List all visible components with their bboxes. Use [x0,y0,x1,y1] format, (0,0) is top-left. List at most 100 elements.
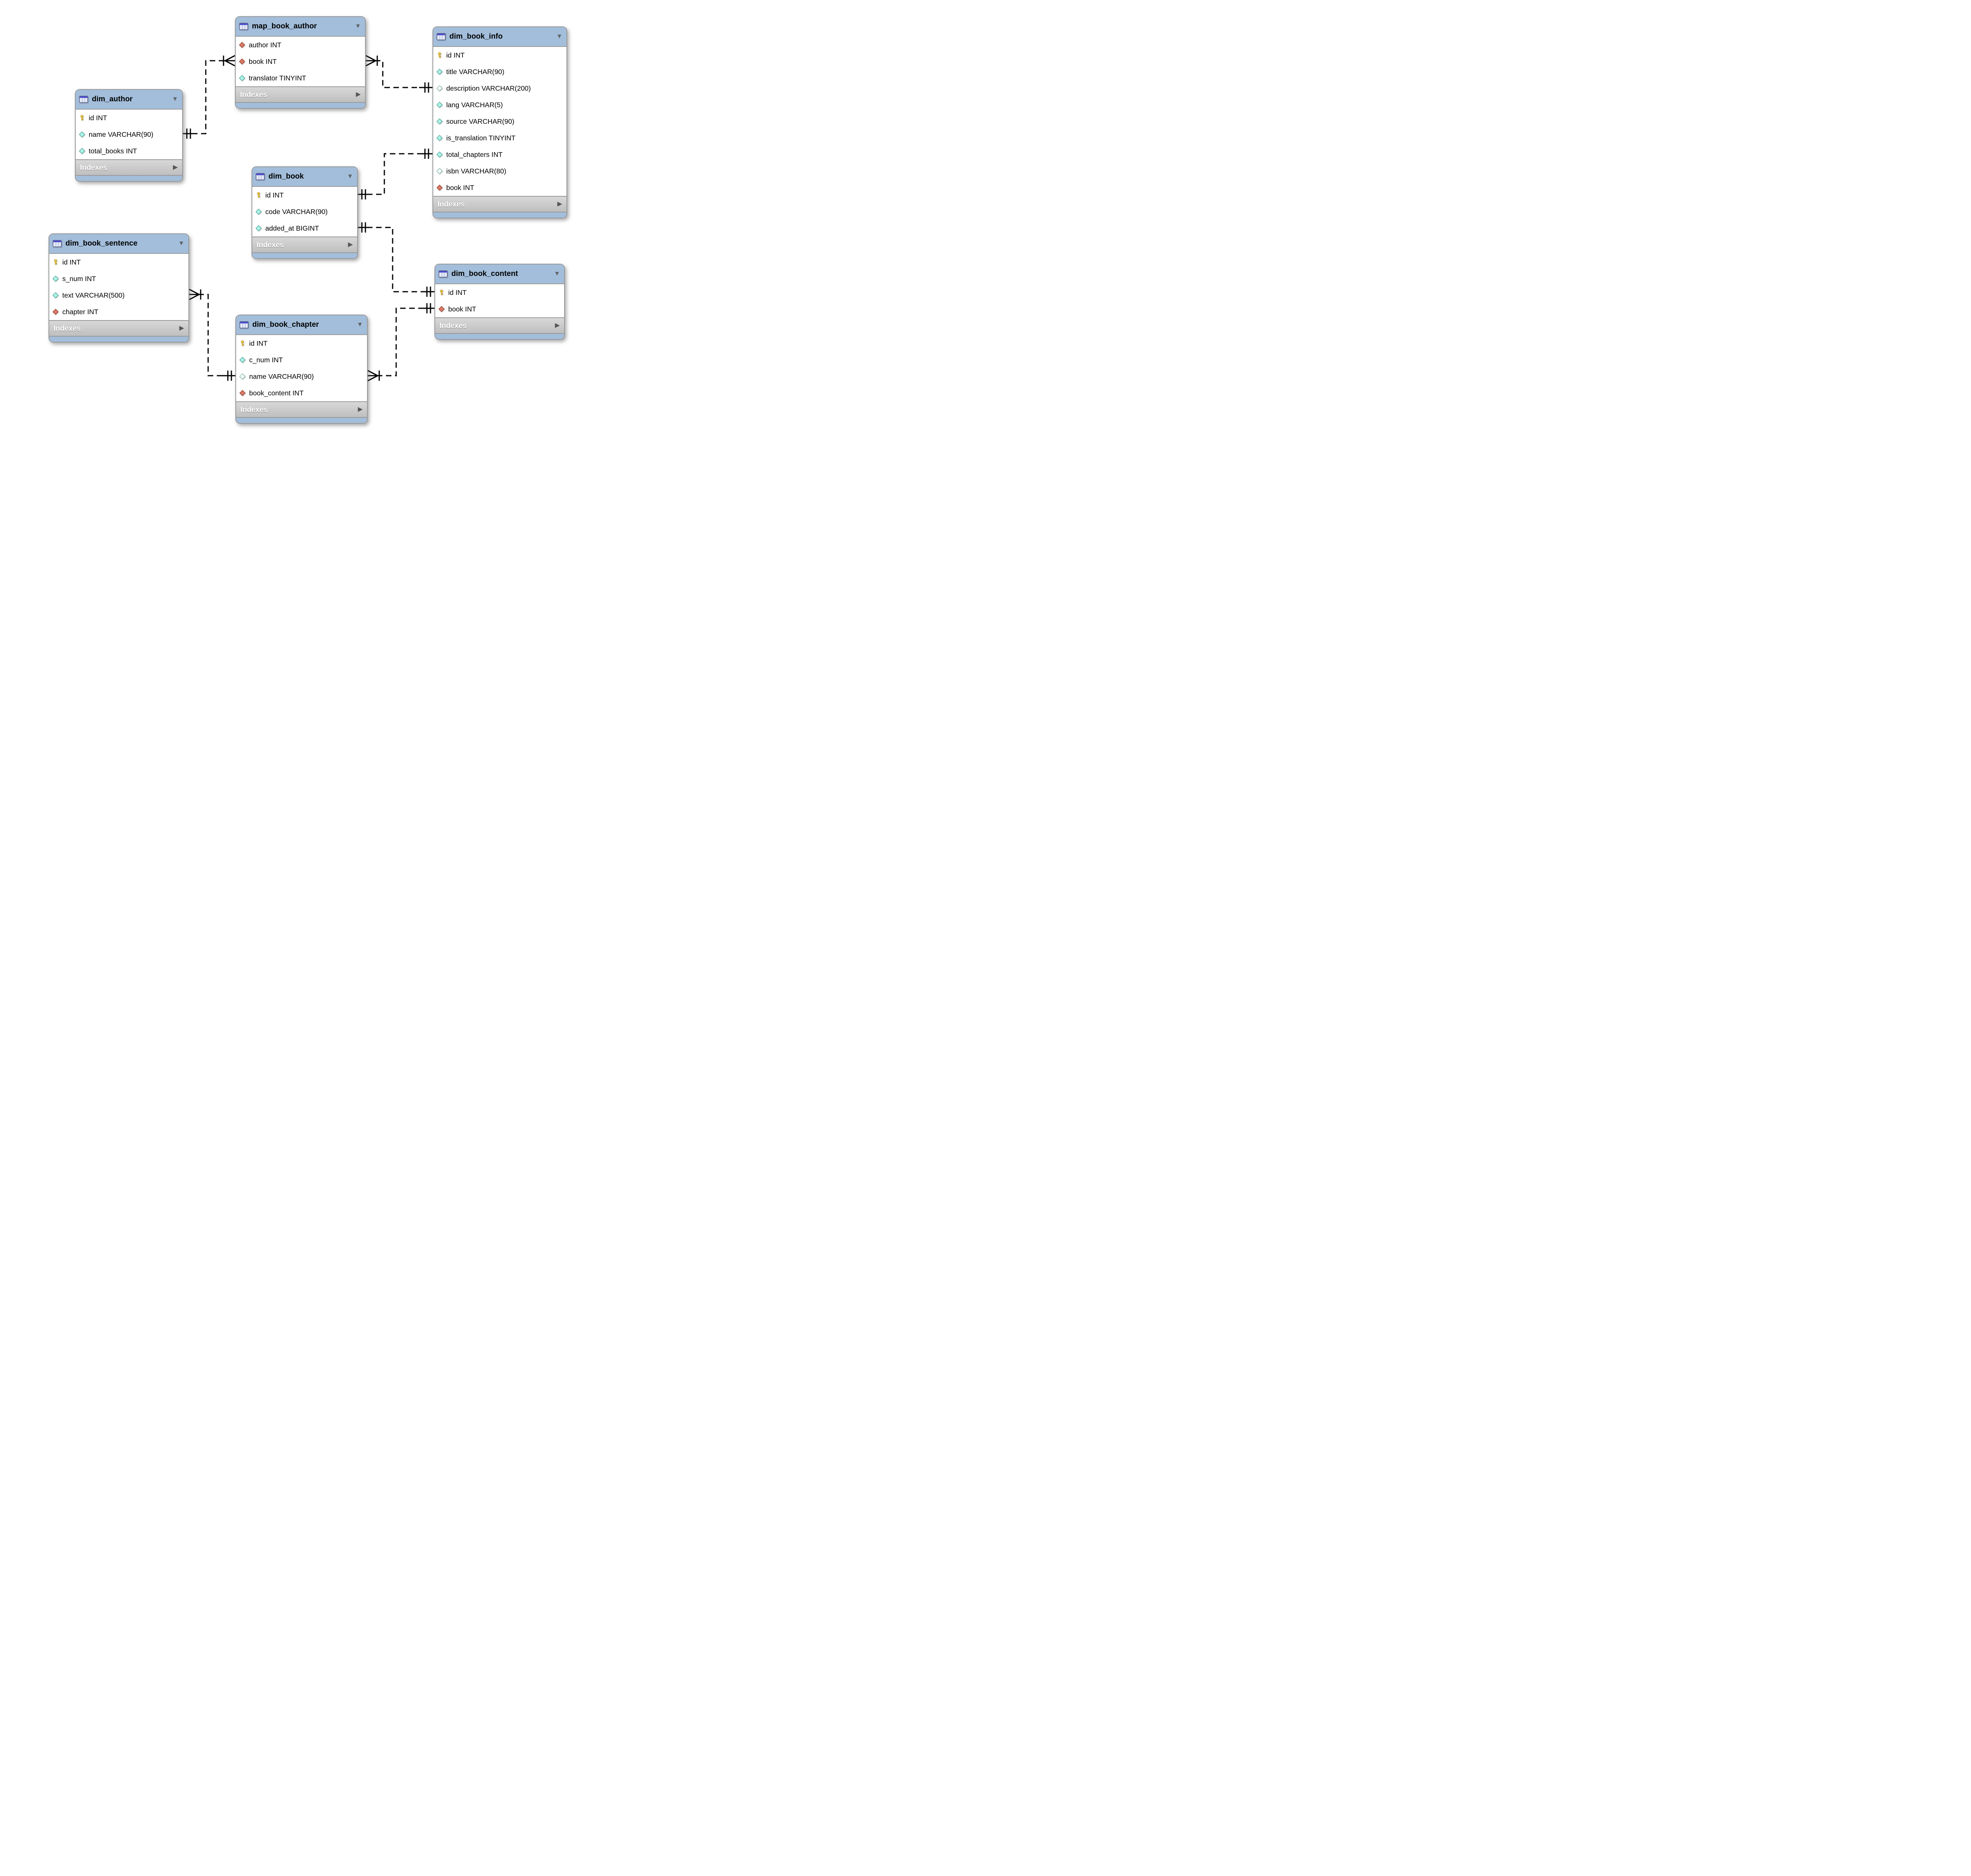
indexes-bar[interactable]: Indexes ▶ [252,237,357,252]
column-row[interactable]: chapter INT [49,304,188,320]
column-row[interactable]: c_num INT [236,352,367,368]
table-grid-icon [79,95,88,103]
column-row[interactable]: s_num INT [49,270,188,287]
foreign-key-diamond-icon [436,184,443,191]
relationship-dim_book_chapter-dim_book_content[interactable] [367,303,434,382]
relationship-dim_author-map_book_author[interactable] [183,55,235,139]
column-label: book INT [446,183,474,192]
table-bottom-strip [76,175,182,181]
primary-key-icon [436,52,443,58]
column-label: name VARCHAR(90) [89,130,154,138]
column-row[interactable]: isbn VARCHAR(80) [433,163,566,179]
primary-key-icon [438,289,445,296]
column-row[interactable]: translator TINYINT [236,70,365,86]
chevron-down-icon[interactable]: ▼ [347,173,353,180]
primary-key-icon [255,192,262,198]
column-row[interactable]: name VARCHAR(90) [236,368,367,385]
column-row[interactable]: lang VARCHAR(5) [433,97,566,113]
chevron-down-icon[interactable]: ▼ [178,240,184,247]
table-header[interactable]: dim_book_content ▼ [435,265,564,284]
column-row[interactable]: source VARCHAR(90) [433,113,566,130]
column-label: c_num INT [249,356,283,364]
chevron-down-icon[interactable]: ▼ [172,96,178,102]
column-row[interactable]: title VARCHAR(90) [433,63,566,80]
column-row[interactable]: text VARCHAR(500) [49,287,188,304]
expand-right-icon[interactable]: ▶ [356,91,361,98]
column-row[interactable]: code VARCHAR(90) [252,203,357,220]
table-header[interactable]: dim_book_info ▼ [433,27,566,47]
expand-right-icon[interactable]: ▶ [348,241,353,248]
table-header[interactable]: dim_book_chapter ▼ [236,315,367,335]
table-columns: id INT c_num INT name VARCHAR(90)book_cont… [236,335,367,401]
column-row[interactable]: id INT [76,110,182,126]
table-dim_book_info[interactable]: dim_book_info ▼ id INT title VARCHAR(90) d… [432,26,567,218]
table-header[interactable]: map_book_author ▼ [236,17,365,37]
column-row[interactable]: book_content INT [236,385,367,401]
expand-right-icon[interactable]: ▶ [179,325,184,332]
indexes-bar[interactable]: Indexes ▶ [236,86,365,102]
foreign-key-diamond-icon [239,42,245,48]
column-diamond-icon [436,118,443,125]
column-label: title VARCHAR(90) [446,67,505,76]
table-header[interactable]: dim_book_sentence ▼ [49,234,188,254]
indexes-label: Indexes [240,90,267,99]
expand-right-icon[interactable]: ▶ [358,406,363,413]
column-row[interactable]: id INT [252,187,357,203]
expand-right-icon[interactable]: ▶ [555,322,560,329]
indexes-bar[interactable]: Indexes ▶ [435,317,564,333]
table-title: map_book_author [252,22,317,30]
chevron-down-icon[interactable]: ▼ [554,270,560,277]
relationship-dim_book_sentence-dim_book_chapter[interactable] [189,289,235,381]
expand-right-icon[interactable]: ▶ [557,201,562,207]
chevron-down-icon[interactable]: ▼ [556,33,563,40]
column-label: total_chapters INT [446,150,503,158]
column-row[interactable]: book INT [433,179,566,196]
column-row[interactable]: description VARCHAR(200) [433,80,566,97]
column-diamond-icon [52,276,59,282]
indexes-bar[interactable]: Indexes ▶ [76,159,182,175]
indexes-label: Indexes [438,200,465,208]
column-row[interactable]: id INT [435,284,564,301]
relationship-dim_book-dim_book_content[interactable] [358,222,434,297]
chevron-down-icon[interactable]: ▼ [355,23,361,30]
relationship-map_book_author-dim_book_info[interactable] [365,55,432,93]
column-row[interactable]: id INT [236,335,367,352]
column-row[interactable]: total_chapters INT [433,146,566,163]
table-header[interactable]: dim_book ▼ [252,167,357,187]
column-diamond-icon [79,148,85,154]
table-title: dim_book_content [451,270,518,278]
table-header[interactable]: dim_author ▼ [76,90,182,110]
column-diamond-icon [239,75,245,81]
table-dim_author[interactable]: dim_author ▼ id INT name VARCHAR(90) total… [75,89,183,182]
expand-right-icon[interactable]: ▶ [173,164,178,171]
column-row[interactable]: author INT [236,37,365,53]
column-row[interactable]: is_translation TINYINT [433,130,566,146]
column-row[interactable]: added_at BIGINT [252,220,357,237]
table-dim_book_chapter[interactable]: dim_book_chapter ▼ id INT c_num INT name V… [235,315,368,424]
nullable-column-diamond-icon [436,85,443,91]
column-row[interactable]: id INT [49,254,188,270]
column-row[interactable]: book INT [435,301,564,317]
column-row[interactable]: total_books INT [76,143,182,159]
relationship-dim_book-dim_book_info[interactable] [358,149,432,199]
chevron-down-icon[interactable]: ▼ [357,321,363,328]
column-diamond-icon [436,102,443,108]
indexes-bar[interactable]: Indexes ▶ [433,196,566,212]
column-label: lang VARCHAR(5) [446,101,503,109]
foreign-key-diamond-icon [52,309,59,315]
column-label: description VARCHAR(200) [446,84,531,92]
indexes-bar[interactable]: Indexes ▶ [236,401,367,417]
column-row[interactable]: book INT [236,53,365,70]
column-diamond-icon [436,151,443,158]
indexes-bar[interactable]: Indexes ▶ [49,320,188,336]
column-row[interactable]: id INT [433,47,566,63]
column-row[interactable]: name VARCHAR(90) [76,126,182,143]
table-grid-icon [52,240,62,248]
